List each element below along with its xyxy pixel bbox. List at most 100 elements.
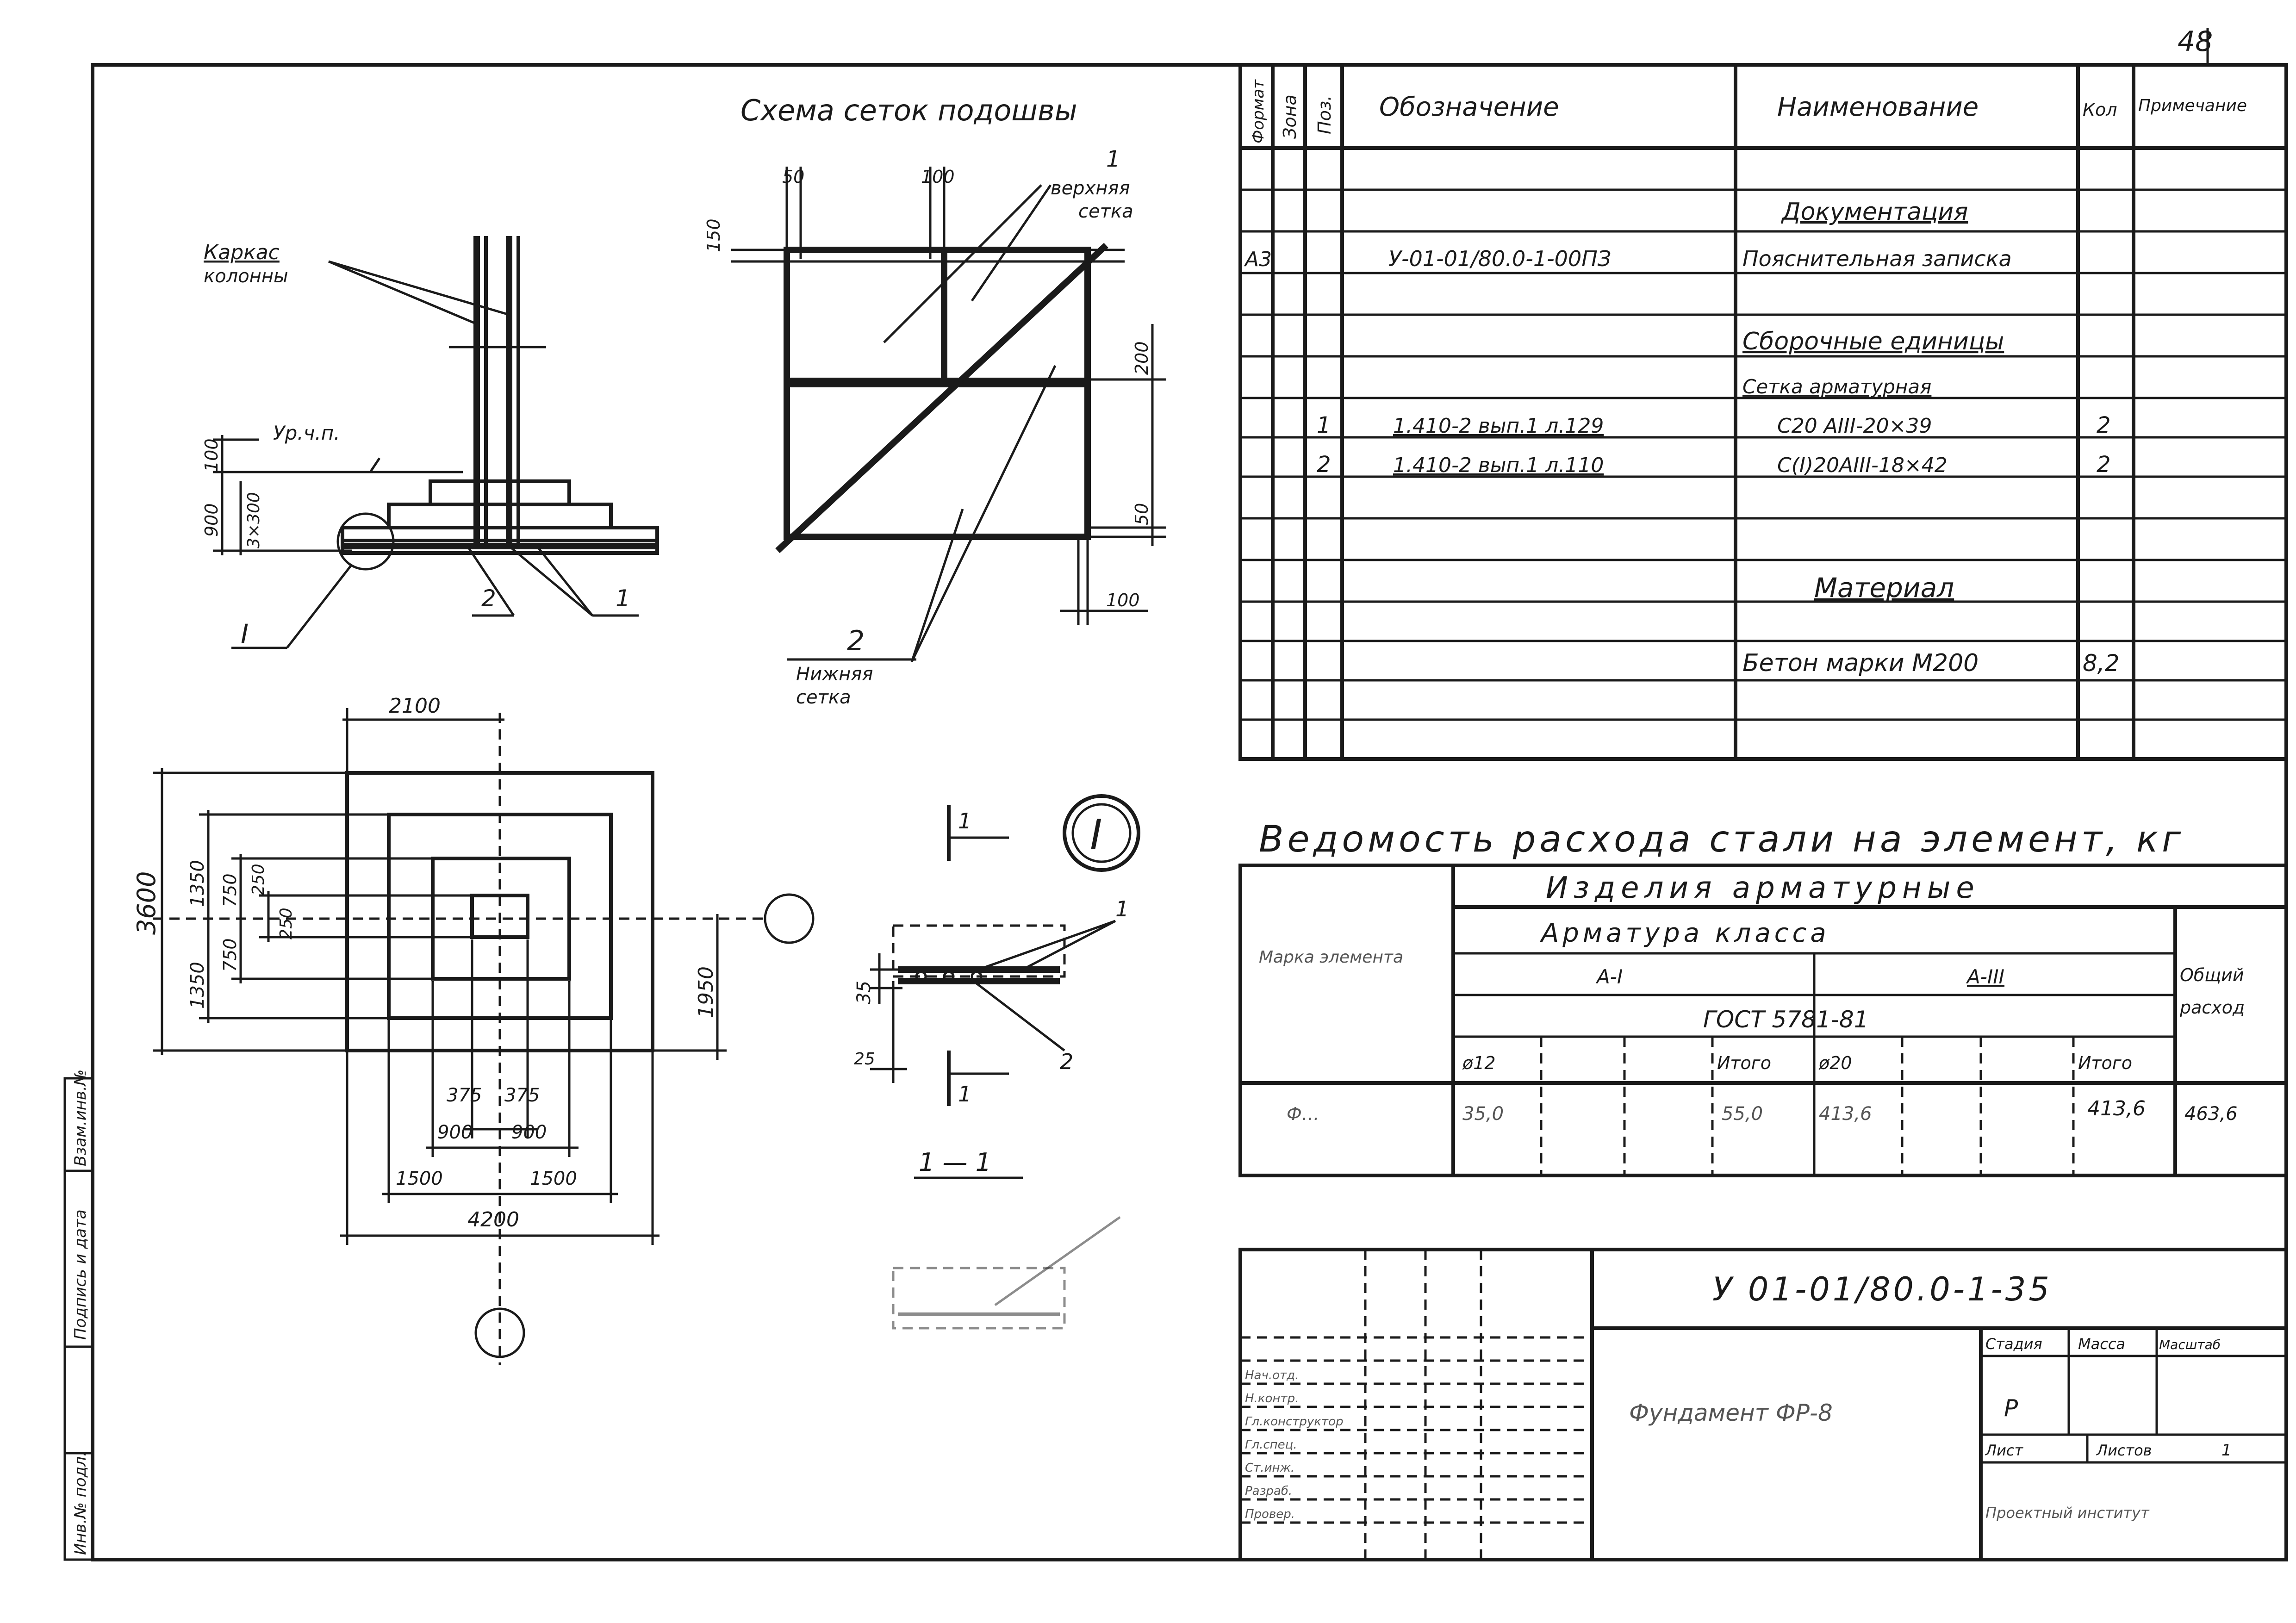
detail-roman: I <box>1090 811 1102 859</box>
title-role-5: Ст.инж. <box>1245 1461 1294 1475</box>
lower-mesh-label-2: сетка <box>796 687 851 708</box>
plan-dim-375-b: 375 <box>504 1085 540 1106</box>
upper-mesh-label-1: верхняя <box>1051 178 1130 199</box>
detail-pos-2: 2 <box>1060 1049 1073 1074</box>
steel-row-total: 463,6 <box>2184 1103 2238 1125</box>
spec-row-format: А3 <box>1244 248 1272 271</box>
spec-row-name-2: С(I)20АIII-18×42 <box>1777 454 1948 477</box>
plan-dim-1500-a: 1500 <box>396 1168 443 1189</box>
spec-row-code-1: 1.410-2 вып.1 л.129 <box>1393 414 1604 438</box>
plan-dim-1350-top: 1350 <box>187 860 208 907</box>
spec-row-pos-2: 2 <box>1317 452 1331 478</box>
spec-section-documentation: Документация <box>1781 198 1968 226</box>
spec-header-note: Примечание <box>2138 96 2247 115</box>
lower-mesh-number: 2 <box>847 625 865 657</box>
title-role-4: Гл.спец. <box>1245 1438 1297 1452</box>
title-role-3: Гл.конструктор <box>1245 1415 1344 1429</box>
steel-class-a3: А-III <box>1966 965 2004 988</box>
title-mass-label: Масса <box>2078 1335 2125 1353</box>
spec-section-material: Материал <box>1814 572 1954 603</box>
title-stage-value: Р <box>2004 1395 2018 1422</box>
title-stage-label: Стадия <box>1985 1335 2042 1353</box>
side-stamp-sign: Подпись и дата <box>71 1209 90 1340</box>
mesh-scheme: Схема сеток подошвы 50 100 150 200 50 10… <box>703 93 1166 708</box>
plan-dim-250-top: 250 <box>249 864 268 895</box>
steel-row-total-a1: 55,0 <box>1722 1103 1763 1125</box>
cut-number-bottom: 1 <box>958 1082 971 1107</box>
steel-table: Ведомость расхода стали на элемент, кг И… <box>1238 819 2288 1177</box>
scheme-dim-150: 150 <box>703 218 724 252</box>
section-pos-1: 1 <box>616 585 630 612</box>
column-section: Ур.ч.п. 100 900 3×300 Каркас колонны I 2… <box>201 236 659 650</box>
steel-table-title: Ведомость расхода стали на элемент, кг <box>1259 819 2184 860</box>
spec-row-qty-1: 2 <box>2097 412 2111 438</box>
title-org: Проектный институт <box>1985 1504 2150 1522</box>
plan-dim-750-bottom: 750 <box>220 938 240 972</box>
title-sheet-label: Лист <box>1985 1442 2023 1459</box>
steel-sub-d12: ø12 <box>1462 1053 1496 1073</box>
title-name: Фундамент ФР-8 <box>1629 1399 1833 1426</box>
plan-dim-1500-b: 1500 <box>530 1168 577 1189</box>
steel-class-a1: А-I <box>1595 965 1623 988</box>
steel-row-mark: Ф… <box>1287 1104 1319 1124</box>
plan-dim-2100: 2100 <box>389 694 441 718</box>
plan-dim-3600: 3600 <box>132 871 161 935</box>
dim-100: 100 <box>201 438 222 472</box>
upper-mesh-label-2: сетка <box>1078 201 1133 222</box>
plan-dim-750-top: 750 <box>220 873 240 907</box>
steel-sub-total-a3: Итого <box>2078 1053 2132 1073</box>
level-label: Ур.ч.п. <box>273 422 340 444</box>
spec-table-grid <box>1238 63 2288 761</box>
spec-row-code: У-01-01/80.0-1-00ПЗ <box>1388 246 1611 271</box>
spec-table-rows: Документация А3 У-01-01/80.0-1-00ПЗ Пояс… <box>1244 198 2120 677</box>
spec-row-concrete: Бетон марки М200 <box>1742 649 1979 677</box>
steel-total-2: расход <box>2179 997 2245 1018</box>
spec-row-mesh: Сетка арматурная <box>1742 375 1931 398</box>
plan-dim-375-a: 375 <box>447 1085 482 1106</box>
plan-dim-1950: 1950 <box>694 966 718 1018</box>
spec-row-qty-2: 2 <box>2097 452 2111 478</box>
scheme-dim-100b: 100 <box>1106 590 1140 610</box>
scheme-dim-50: 50 <box>782 167 804 187</box>
detail-dim-25: 25 <box>854 1050 875 1069</box>
section-pos-2: 2 <box>481 585 496 612</box>
title-scale-label: Масштаб <box>2159 1337 2221 1352</box>
dim-3x300: 3×300 <box>244 492 263 548</box>
spec-table-headers: Формат Зона Поз. Обозначение Наименовани… <box>1249 79 2247 143</box>
plan-dim-4200: 4200 <box>467 1208 519 1231</box>
spec-row-code-2: 1.410-2 вып.1 л.110 <box>1393 454 1604 477</box>
steel-row-total-a3: 413,6 <box>2087 1097 2146 1120</box>
title-code: У 01-01/80.0-1-35 <box>1712 1270 2052 1308</box>
spec-header-pos: Поз. <box>1314 95 1335 134</box>
side-stamp-replace: Взам.инв.№ <box>71 1070 90 1166</box>
steel-sub-d20: ø20 <box>1818 1053 1852 1073</box>
frame-label-1: Каркас <box>204 241 280 264</box>
spec-header-qty: Кол <box>2083 99 2117 120</box>
detail-dim-35: 35 <box>853 981 875 1004</box>
page-number: 48 <box>2178 25 2213 58</box>
detail-view: I 1 1 1 2 35 25 1 — 1 <box>853 794 1140 1330</box>
steel-rebar-class: Арматура класса <box>1540 918 1830 948</box>
title-role-1: Нач.отд. <box>1245 1368 1299 1382</box>
spec-row-name: Пояснительная записка <box>1742 246 2012 271</box>
steel-gost: ГОСТ 5781-81 <box>1703 1006 1868 1033</box>
plan-dim-900-a: 900 <box>437 1122 473 1143</box>
frame-label-2: колонны <box>204 266 288 287</box>
title-role-7: Провер. <box>1245 1507 1295 1521</box>
title-role-6: Разраб. <box>1245 1484 1292 1498</box>
cut-number-top: 1 <box>958 808 971 833</box>
upper-mesh-number: 1 <box>1106 146 1120 172</box>
section-label: 1 — 1 <box>919 1148 991 1177</box>
scheme-dim-100: 100 <box>921 167 955 187</box>
steel-products: Изделия арматурные <box>1546 871 1980 905</box>
callout-roman: I <box>241 618 249 650</box>
steel-total-1: Общий <box>2180 965 2244 985</box>
spec-header-format: Формат <box>1249 79 1268 143</box>
plan-view: 2100 3600 1350 1350 750 750 250 250 1950 <box>132 694 815 1365</box>
steel-mark-col: Марка элемента <box>1259 948 1403 967</box>
detail-pos-1: 1 <box>1115 896 1129 921</box>
dim-900: 900 <box>201 503 222 537</box>
side-stamp-inv: Инв.№ подл. <box>71 1451 90 1555</box>
steel-row-d12: 35,0 <box>1462 1103 1504 1125</box>
